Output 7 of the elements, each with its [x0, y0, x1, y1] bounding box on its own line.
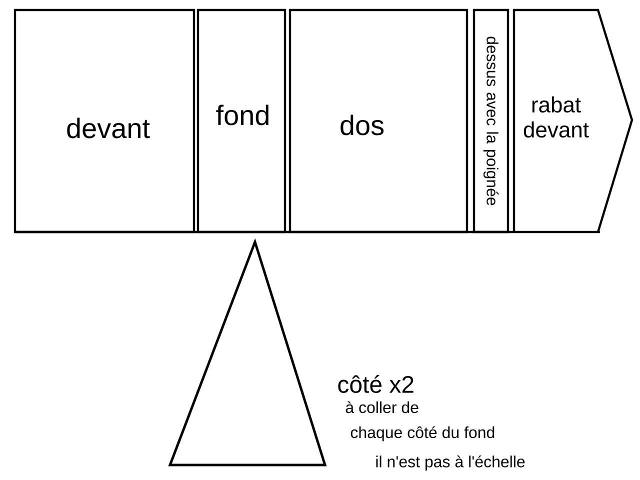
pattern-piece: devant	[14, 8, 196, 234]
piece-note: côté x2	[338, 375, 414, 393]
pattern-piece: dos	[288, 8, 468, 234]
pattern-piece: fond	[196, 8, 286, 234]
flap-piece: rabat devant	[512, 8, 634, 232]
pattern-piece: dessus avec la poignée	[472, 8, 510, 234]
piece-note: il n'est pas à l'échelle	[376, 455, 525, 471]
